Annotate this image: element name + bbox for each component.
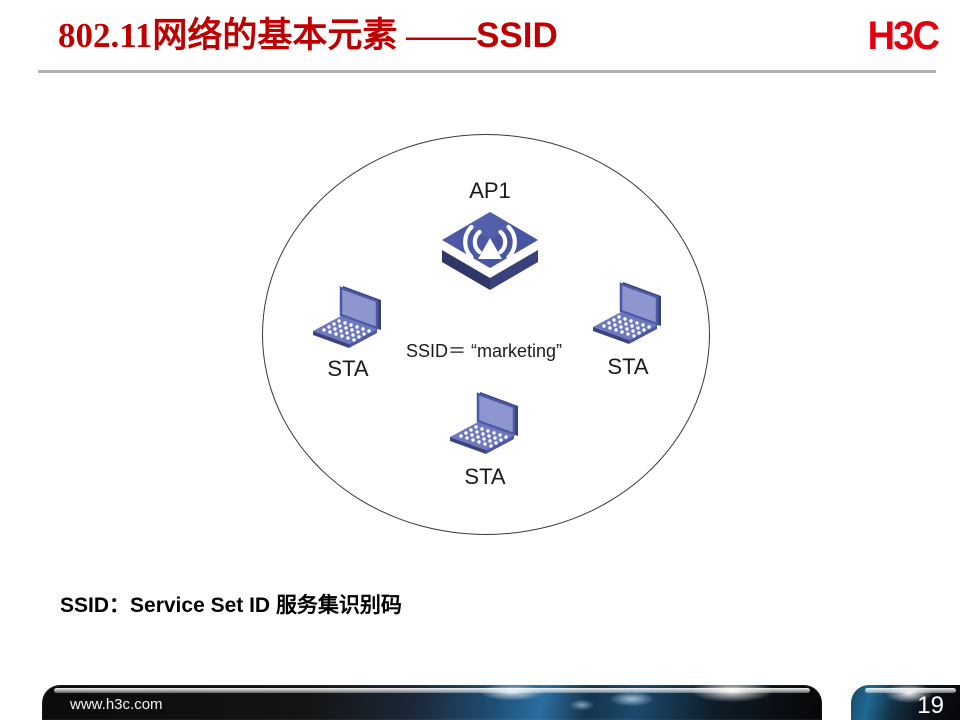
title-divider bbox=[38, 70, 936, 73]
coverage-area-ellipse bbox=[262, 134, 710, 535]
node-sta-bottom-label: STA bbox=[464, 464, 506, 489]
wireless-access-point-icon bbox=[442, 212, 538, 290]
laptop-icon bbox=[313, 286, 381, 348]
node-ap1[interactable]: AP1 bbox=[420, 178, 560, 290]
h3c-logo-text: H3C bbox=[867, 14, 940, 58]
page-number: 19 bbox=[917, 692, 944, 719]
page-number-badge: 19 bbox=[851, 685, 960, 720]
h3c-logo: H3C bbox=[818, 14, 940, 58]
node-sta-left-icon-wrap bbox=[288, 282, 408, 352]
caption-prefix: SSID：Service Set ID bbox=[60, 594, 276, 617]
caption-text: SSID：Service Set ID 服务集识别码 bbox=[60, 589, 402, 619]
ssid-value-label: SSID＝ “marketing” bbox=[406, 341, 563, 361]
node-ap1-icon-wrap bbox=[420, 206, 560, 290]
node-sta-bottom[interactable]: STA bbox=[425, 388, 545, 490]
footer-url[interactable]: www.h3c.com bbox=[70, 696, 163, 713]
page-title-cjk: 802.11网络的基本元素 —— bbox=[58, 16, 477, 55]
node-ap1-label: AP1 bbox=[469, 178, 511, 203]
page-title-suffix: SSID bbox=[476, 16, 558, 55]
node-sta-left-label: STA bbox=[327, 356, 369, 381]
node-sta-right[interactable]: STA bbox=[568, 278, 688, 380]
node-sta-left[interactable]: STA bbox=[288, 282, 408, 382]
node-sta-right-icon-wrap bbox=[568, 278, 688, 348]
footer-bar: www.h3c.com bbox=[42, 685, 822, 720]
laptop-icon bbox=[593, 282, 661, 344]
node-sta-bottom-icon-wrap bbox=[425, 388, 545, 458]
caption-cjk: 服务集识别码 bbox=[275, 593, 402, 617]
node-sta-right-label: STA bbox=[607, 354, 649, 379]
page-title: 802.11网络的基本元素 ——SSID bbox=[58, 14, 558, 58]
network-diagram: AP1 bbox=[0, 90, 960, 570]
laptop-icon bbox=[450, 392, 518, 454]
